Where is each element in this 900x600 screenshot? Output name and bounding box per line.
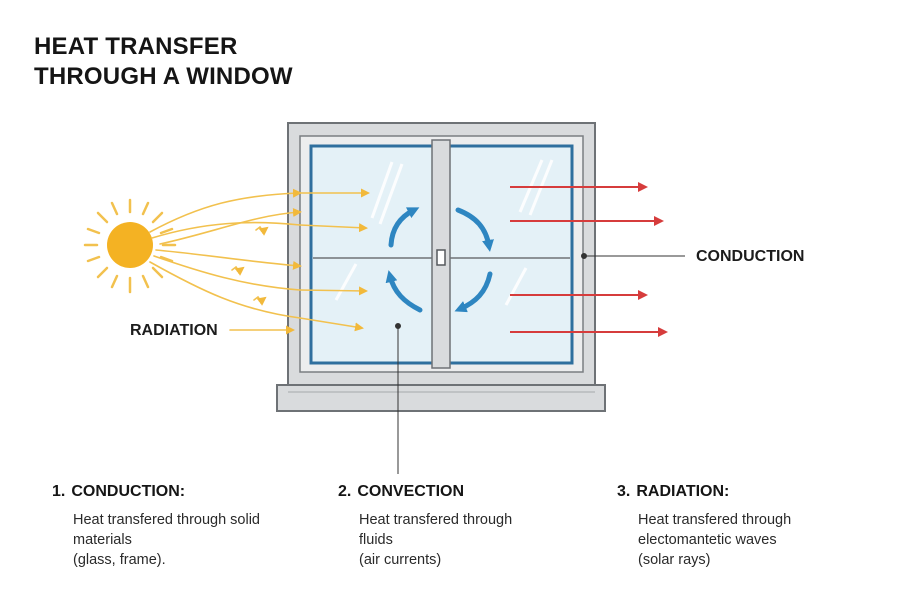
legend-number: 3. bbox=[617, 483, 631, 500]
title-line-2: THROUGH A WINDOW bbox=[34, 63, 293, 90]
sun-disc bbox=[107, 222, 153, 268]
radiation-ray bbox=[153, 255, 301, 291]
legend-line: Heat transfered through bbox=[359, 512, 513, 528]
legend-radiation: 3. RADIATION: Heat transfered through ele… bbox=[617, 483, 867, 570]
legend-line: fluids bbox=[359, 532, 393, 548]
legend-heading: 2. CONVECTION bbox=[338, 483, 588, 501]
window-glass-right bbox=[446, 144, 574, 365]
radiation-squiggle bbox=[255, 225, 269, 236]
legend-description: Heat transfered through electomantetic w… bbox=[617, 510, 867, 570]
radiation-ray bbox=[155, 249, 302, 270]
radiation-ray bbox=[151, 221, 301, 239]
legend-number: 2. bbox=[338, 483, 352, 500]
page-title: HEAT TRANSFER THROUGH A WINDOW bbox=[34, 32, 293, 92]
legend-description: Heat transfered through fluids (air curr… bbox=[338, 510, 588, 570]
legend-title: CONVECTION bbox=[357, 483, 465, 500]
radiation-ray bbox=[149, 261, 301, 319]
legend-convection: 2. CONVECTION Heat transfered through flu… bbox=[338, 483, 588, 570]
window-handle-icon bbox=[436, 249, 446, 266]
convection-arrow-bottom-right bbox=[454, 271, 493, 313]
legend-number: 1. bbox=[52, 483, 66, 500]
convection-cycle-icon bbox=[385, 207, 494, 313]
conduction-arrows bbox=[510, 182, 668, 337]
conduction-label: CONDUCTION bbox=[696, 248, 805, 265]
sun-rays bbox=[83, 198, 177, 294]
radiation-ray bbox=[149, 188, 302, 233]
window-sill bbox=[276, 384, 606, 412]
legend-title: RADIATION: bbox=[636, 483, 730, 500]
legend-description: Heat transfered through solid materials … bbox=[52, 510, 302, 570]
legend-heading: 3. RADIATION: bbox=[617, 483, 867, 501]
convection-arrow-top-left bbox=[388, 207, 420, 248]
radiation-ray bbox=[159, 207, 302, 245]
legend-line: (solar rays) bbox=[638, 552, 711, 568]
convection-arrow-bottom-left bbox=[385, 270, 423, 313]
title-line-1: HEAT TRANSFER bbox=[34, 33, 238, 60]
radiation-label: RADIATION bbox=[130, 322, 218, 339]
radiation-squiggle bbox=[231, 265, 245, 276]
convection-leader-dot bbox=[395, 323, 401, 329]
leader-lines bbox=[395, 253, 685, 474]
legend-title: CONDUCTION: bbox=[71, 483, 186, 500]
legend-line: Heat transfered through bbox=[638, 512, 792, 528]
legend-line: electomantetic waves bbox=[638, 532, 777, 548]
window bbox=[276, 122, 606, 412]
conduction-leader-dot bbox=[581, 253, 587, 259]
radiation-rays bbox=[149, 188, 370, 335]
convection-arrow-top-right bbox=[455, 207, 494, 252]
legend-heading: 1. CONDUCTION: bbox=[52, 483, 302, 501]
legend-conduction: 1. CONDUCTION: Heat transfered through so… bbox=[52, 483, 302, 570]
legend-line: materials bbox=[73, 532, 132, 548]
radiation-ray bbox=[299, 317, 364, 332]
radiation-ray bbox=[299, 223, 368, 233]
legend-line: Heat transfered through solid bbox=[73, 512, 260, 528]
window-glass-left bbox=[309, 144, 436, 365]
radiation-ray bbox=[299, 286, 368, 296]
sun-icon bbox=[83, 198, 177, 294]
legend-line: (air currents) bbox=[359, 552, 442, 568]
legend-line: (glass, frame). bbox=[73, 552, 166, 568]
radiation-squiggle bbox=[253, 295, 267, 306]
